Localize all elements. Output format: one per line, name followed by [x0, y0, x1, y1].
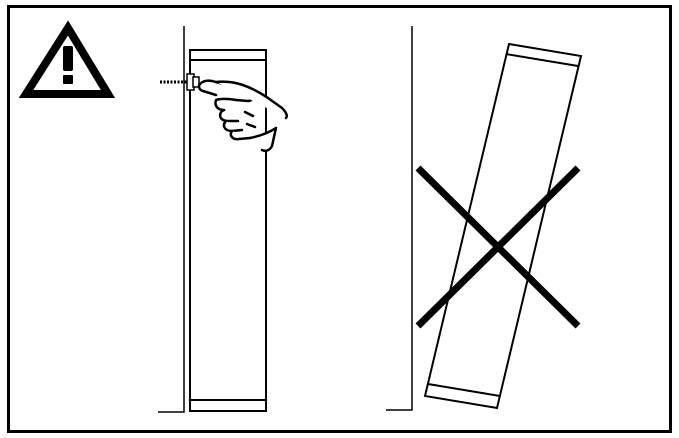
wall-line-left [158, 26, 184, 412]
incorrect-installation [386, 26, 581, 410]
correct-installation [158, 26, 287, 412]
tilted-panel [425, 44, 581, 408]
screw-icon [160, 74, 199, 90]
wall-line-right [386, 26, 412, 410]
warning-triangle-icon [26, 28, 108, 94]
